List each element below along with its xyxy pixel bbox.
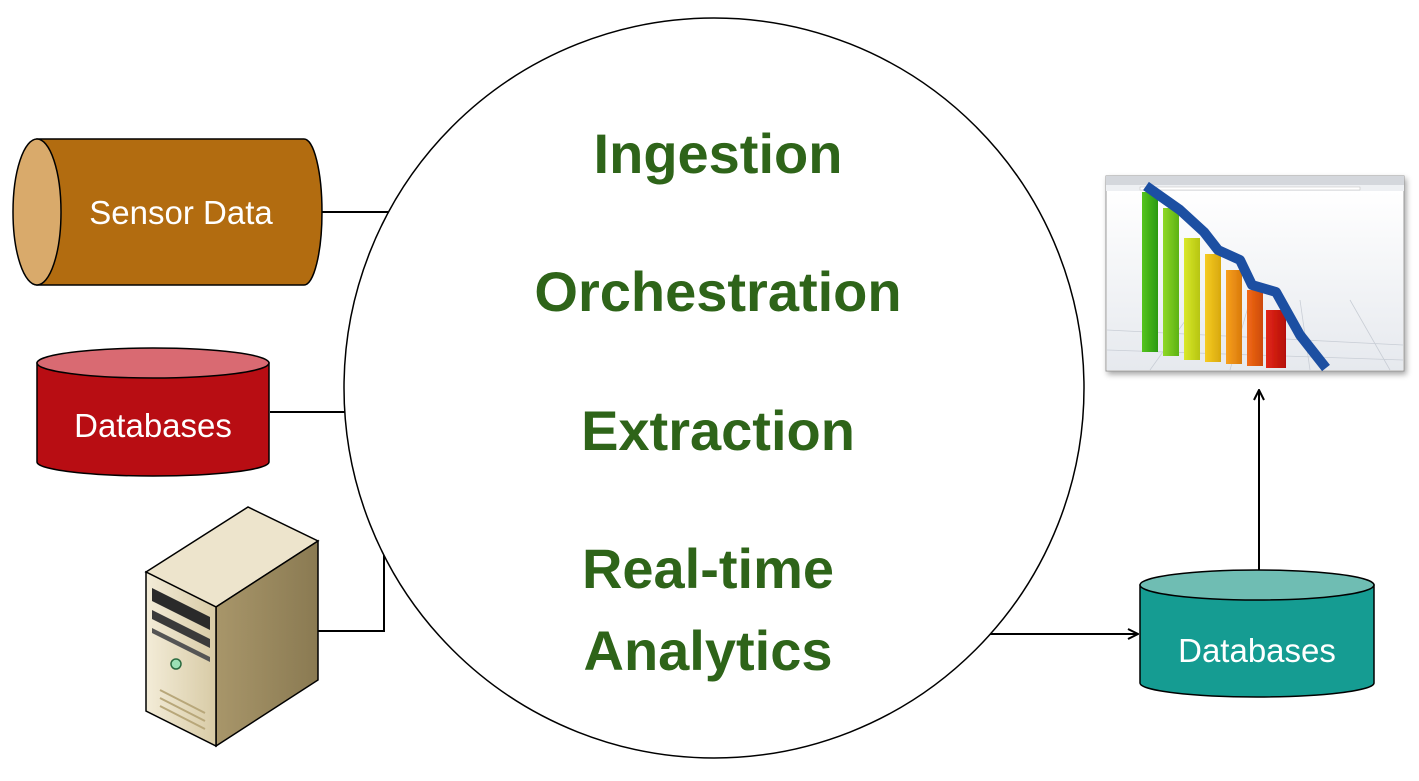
step-analytics: Analytics [584, 619, 833, 682]
connector-server [318, 548, 385, 632]
source-databases-label: Databases [74, 407, 232, 444]
step-realtime: Real-time [582, 537, 834, 600]
sensor-data-label: Sensor Data [89, 194, 273, 231]
source-databases-cylinder: Databases [36, 347, 270, 477]
browser-chart-icon [1105, 175, 1405, 372]
step-ingestion: Ingestion [594, 122, 843, 185]
step-extraction: Extraction [581, 399, 855, 462]
process-circle [343, 17, 1085, 759]
output-databases-cylinder: Databases [1139, 569, 1375, 698]
step-orchestration: Orchestration [534, 260, 901, 323]
server-tower-icon [144, 506, 320, 748]
output-databases-label: Databases [1178, 632, 1336, 669]
sensor-data-cylinder: Sensor Data [12, 138, 323, 286]
